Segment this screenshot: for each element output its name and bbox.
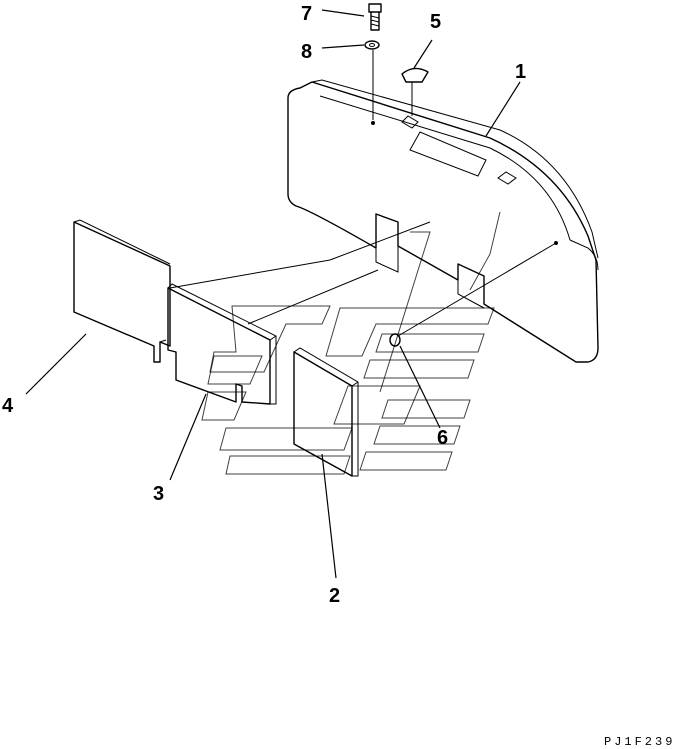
part-washer (364, 40, 380, 120)
part-plug (401, 67, 429, 116)
part-plate-3 (167, 283, 277, 405)
leader-lines (25, 9, 521, 579)
callout-8: 8 (301, 41, 312, 63)
callout-5: 5 (430, 11, 441, 33)
part-bolt (368, 3, 382, 31)
part-cover (287, 79, 599, 363)
callout-7: 7 (301, 3, 312, 25)
callout-6: 6 (437, 427, 448, 449)
part-bolt-6 (389, 242, 557, 347)
part-plate-2 (293, 347, 359, 477)
drawing-code: PJ1F239 (604, 735, 675, 749)
callout-1: 1 (515, 61, 526, 83)
watermark-logo (201, 211, 501, 475)
callout-3: 3 (153, 483, 164, 505)
callout-2: 2 (329, 585, 340, 607)
frame-lines (169, 221, 431, 325)
part-plate-4 (73, 219, 171, 363)
callout-4: 4 (2, 395, 14, 417)
